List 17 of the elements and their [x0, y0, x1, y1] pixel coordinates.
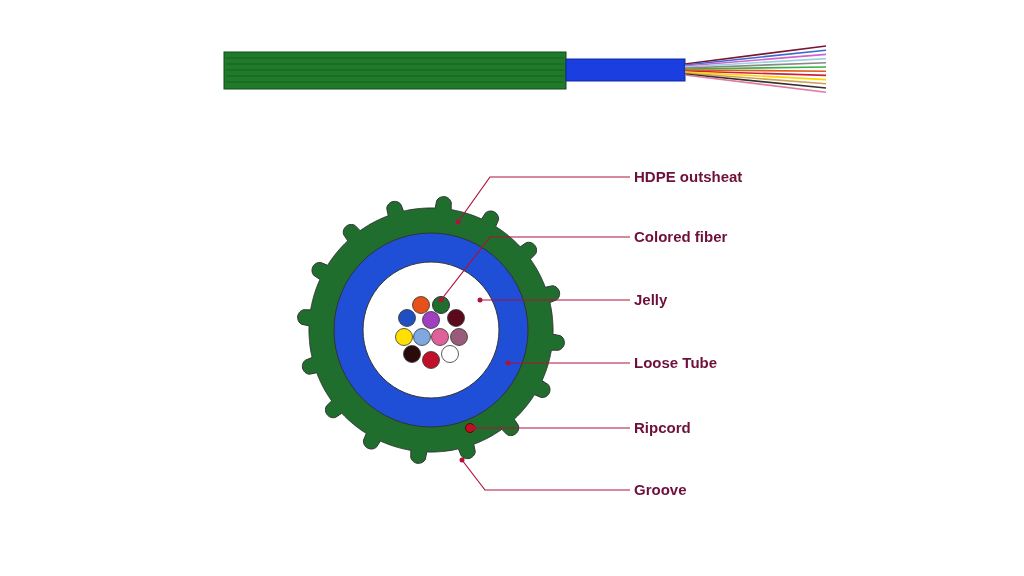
part-label: Jelly — [634, 290, 668, 310]
leader-line — [471, 425, 631, 431]
colored-fiber — [432, 296, 450, 314]
part-label: Groove — [634, 480, 687, 500]
part-label: HDPE outsheat — [634, 167, 743, 187]
leader-line — [477, 297, 631, 303]
loose-tube — [333, 232, 529, 428]
outer-sheath — [297, 196, 565, 464]
leader-line — [438, 236, 631, 303]
leader-line — [505, 360, 631, 366]
part-label: Colored fiber — [634, 227, 728, 247]
ripcord — [465, 423, 475, 433]
jelly-filling — [362, 261, 500, 399]
leader-line — [459, 457, 631, 491]
part-label: Loose Tube — [634, 353, 718, 373]
part-label: Ripcord — [634, 418, 691, 438]
leader-line — [455, 176, 631, 225]
